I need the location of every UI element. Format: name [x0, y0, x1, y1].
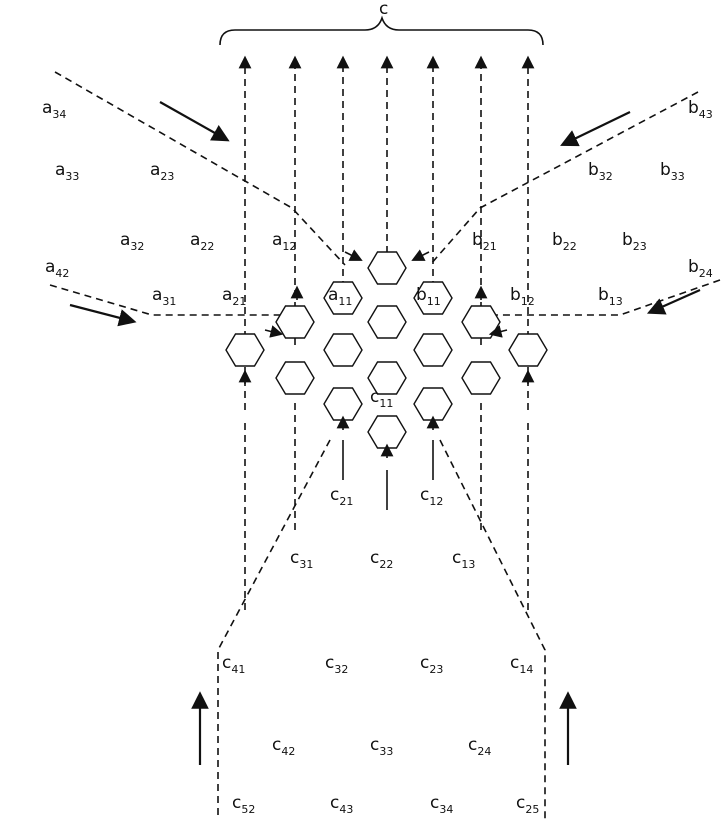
label-c12: c12: [420, 485, 443, 508]
c-left-boundary: [217, 439, 331, 820]
processing-elements: [225, 249, 548, 458]
label-c22: c22: [370, 548, 393, 571]
processing-element-hexagon: [413, 387, 453, 421]
processing-element-hexagon: [323, 387, 363, 421]
label-c31: c31: [290, 548, 313, 571]
label-a34: a34: [42, 98, 66, 121]
connector-arrow: [488, 325, 508, 338]
label-c42: c42: [272, 735, 295, 758]
processing-element-hexagon: [323, 333, 363, 367]
label-c43: c43: [330, 793, 353, 816]
label-c34: c34: [430, 793, 453, 816]
b-input-arrow: [560, 111, 631, 147]
a-input-arrow: [159, 101, 230, 142]
processing-element-hexagon: [275, 361, 315, 395]
processing-element-hexagon: [323, 281, 363, 315]
processing-element-hexagon: [367, 305, 407, 339]
processing-element-hexagon: [367, 251, 407, 285]
a-input-arrow: [69, 303, 137, 327]
label-a23: a23: [150, 160, 174, 183]
processing-element-hexagon: [413, 281, 453, 315]
label-a31: a31: [152, 285, 176, 308]
b-upper-boundary: [429, 91, 699, 266]
connector-arrow: [264, 325, 284, 338]
label-b21: b21: [472, 230, 497, 253]
top-brace: [219, 15, 544, 46]
connector-arrow: [411, 249, 430, 261]
label-b43: b43: [688, 98, 713, 121]
processing-element-hexagon: [413, 333, 453, 367]
processing-element-hexagon: [367, 361, 407, 395]
label-c21: c21: [330, 485, 353, 508]
label-a12: a12: [272, 230, 296, 253]
label-a33: a33: [55, 160, 79, 183]
label-c33: c33: [370, 735, 393, 758]
processing-element-hexagon: [225, 333, 265, 367]
a-lower-boundary: [49, 284, 290, 316]
processing-element-hexagon: [367, 415, 407, 449]
label-a22: a22: [190, 230, 214, 253]
connector-arrow: [344, 249, 363, 261]
label-c25: c25: [516, 793, 539, 816]
label-c32: c32: [325, 653, 348, 676]
label-b33: b33: [660, 160, 685, 183]
processing-element-hexagon: [461, 361, 501, 395]
label-c23: c23: [420, 653, 443, 676]
label-c13: c13: [452, 548, 475, 571]
label-b23: b23: [622, 230, 647, 253]
label-a21: a21: [222, 285, 246, 308]
label-a32: a32: [120, 230, 144, 253]
label-b12: b12: [510, 285, 535, 308]
a-upper-boundary: [54, 71, 346, 266]
label-b32: b32: [588, 160, 613, 183]
b-input-arrow: [646, 288, 701, 315]
processing-element-hexagon: [275, 305, 315, 339]
label-c52: c52: [232, 793, 255, 816]
top-label-c: c: [379, 0, 388, 19]
c-right-boundary: [439, 439, 546, 820]
label-b22: b22: [552, 230, 577, 253]
processing-element-hexagon: [461, 305, 501, 339]
label-c41: c41: [222, 653, 245, 676]
label-c14: c14: [510, 653, 533, 676]
label-b13: b13: [598, 285, 623, 308]
label-c24: c24: [468, 735, 491, 758]
processing-element-hexagon: [508, 333, 548, 367]
label-a42: a42: [45, 257, 69, 280]
output-lines: [238, 55, 535, 410]
label-b24: b24: [688, 257, 713, 280]
